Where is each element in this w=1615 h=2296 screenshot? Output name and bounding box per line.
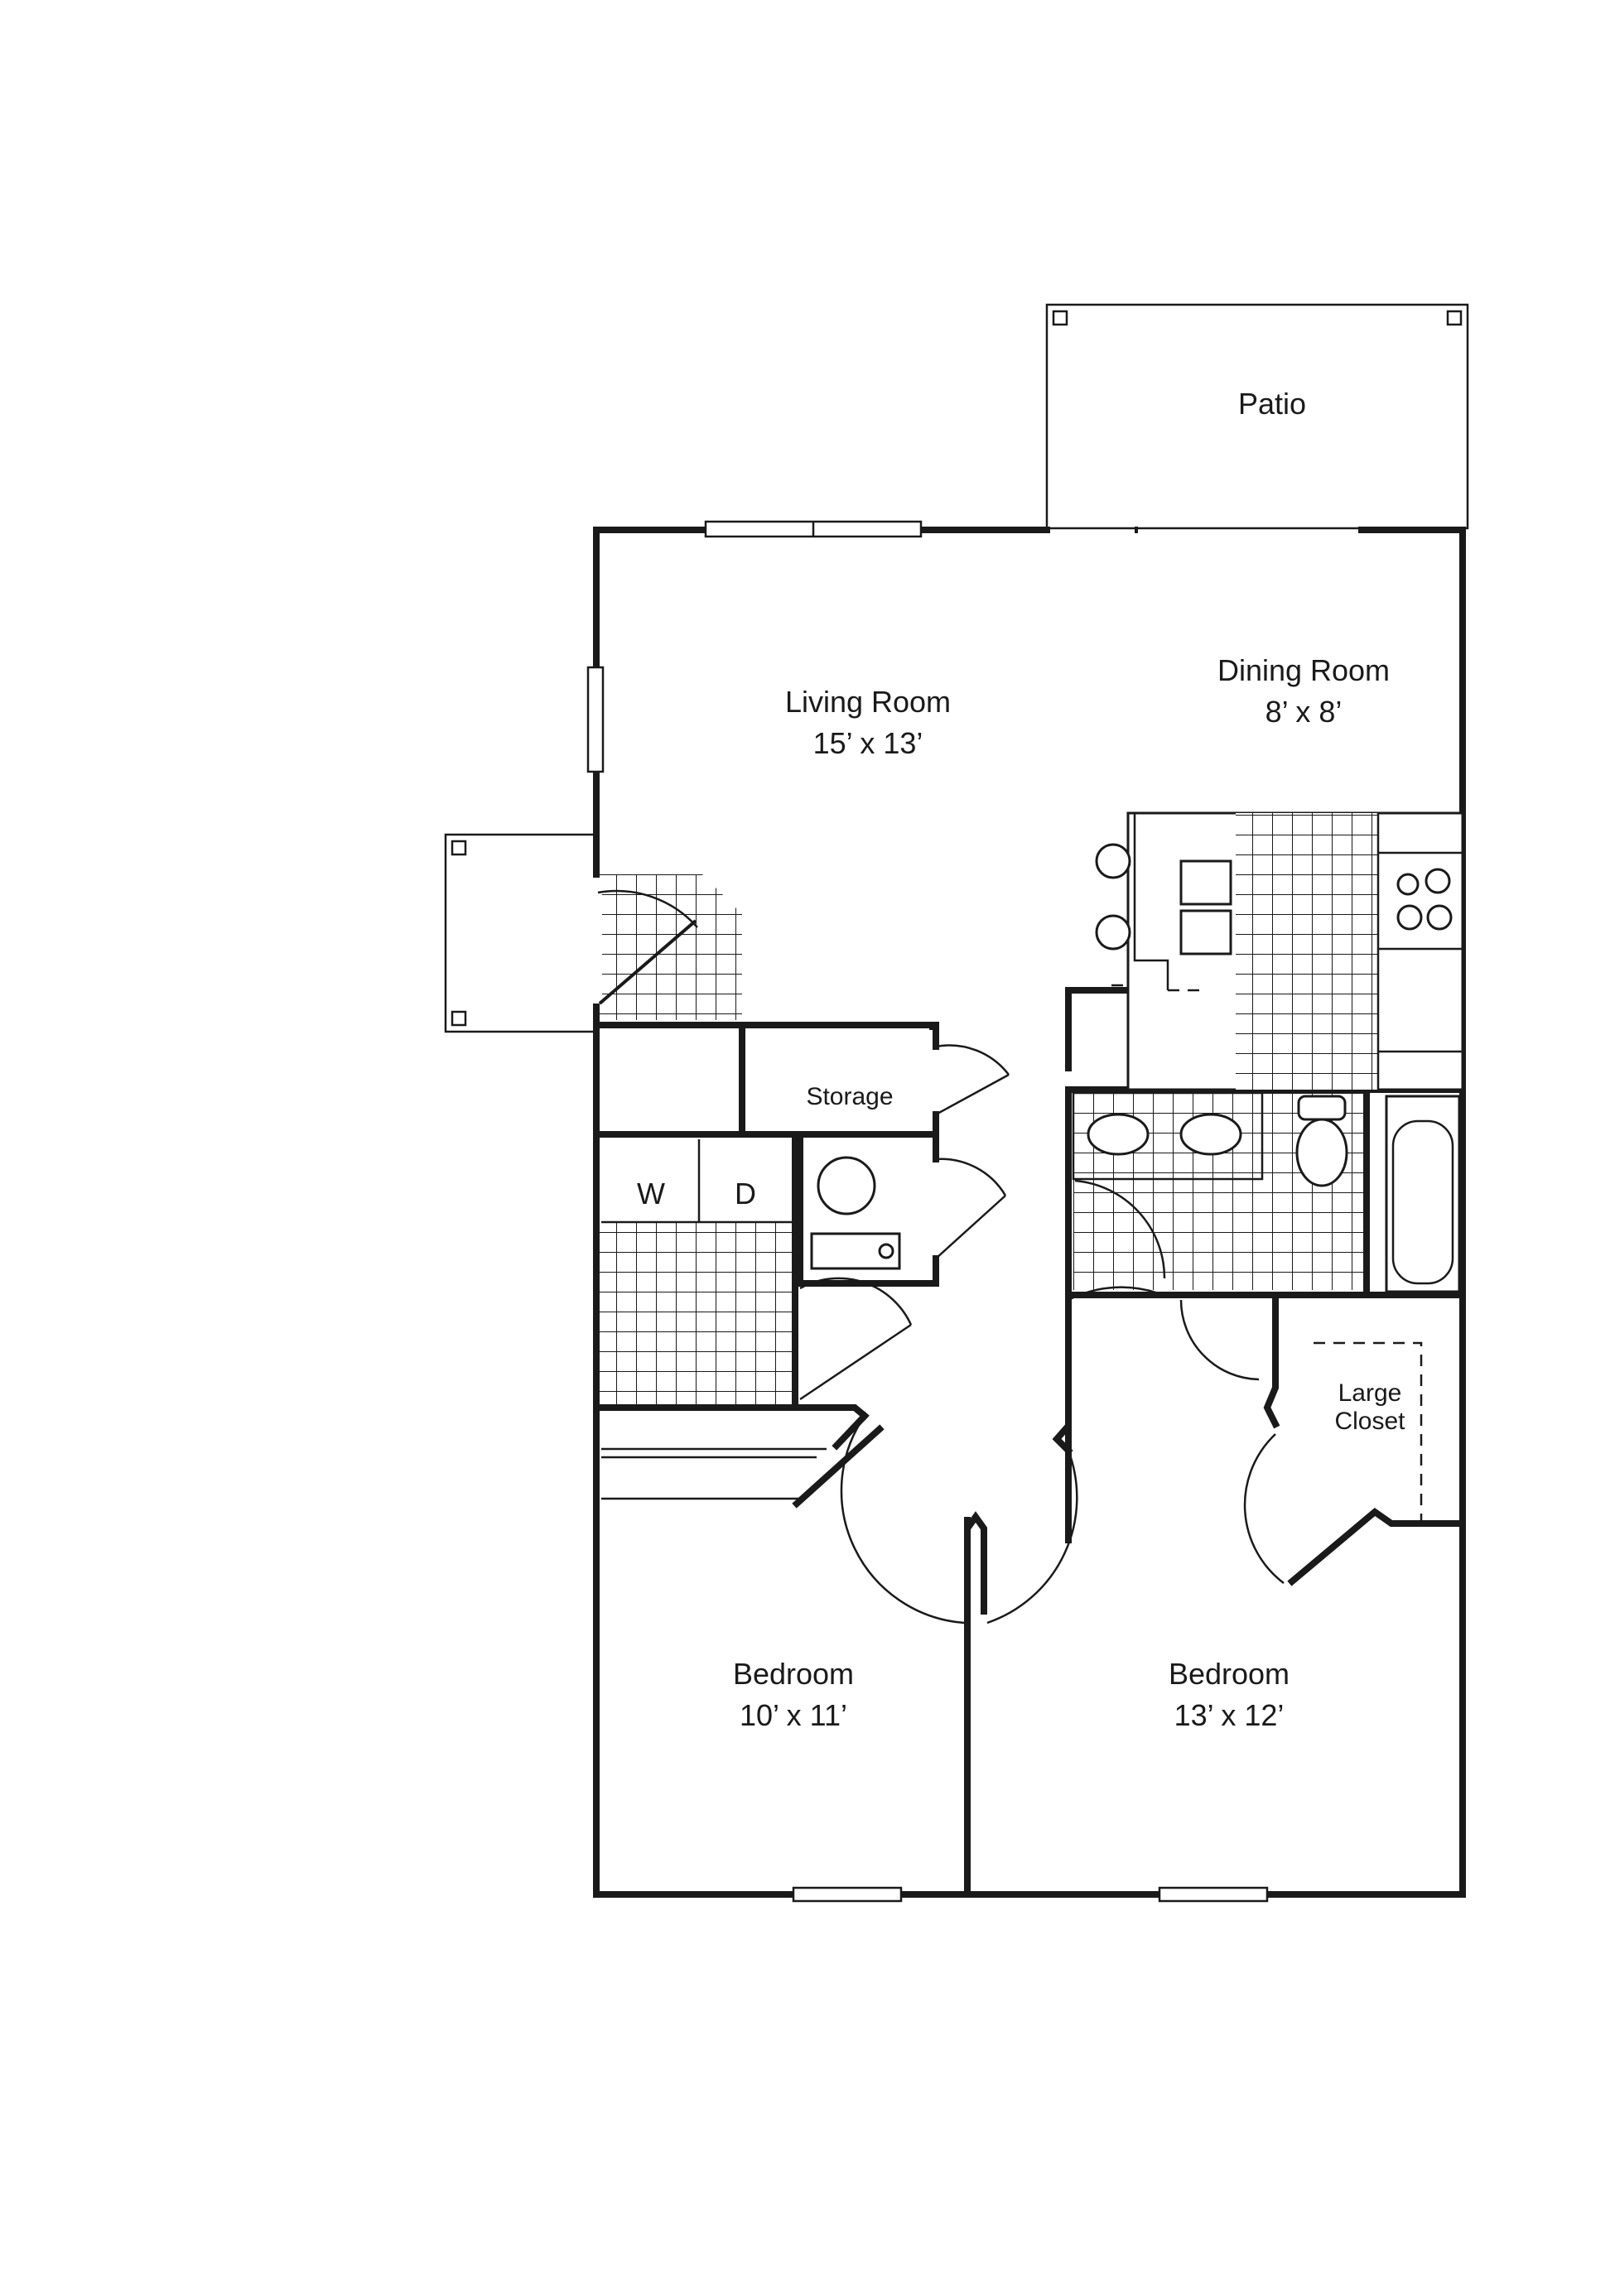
toilet: [1295, 1095, 1348, 1187]
entry-door[interactable]: [597, 889, 698, 1005]
kitchen: [1095, 811, 1464, 1091]
water-heater: [810, 1156, 901, 1270]
bedroom-left-size: 10’ x 11’: [740, 1698, 847, 1732]
large-closet-line2: Closet: [1334, 1408, 1405, 1435]
living-room-name: Living Room: [785, 685, 951, 719]
tile-areas: [598, 813, 1378, 1408]
bathtub: [1385, 1095, 1461, 1293]
bedroom-right-size: 13’ x 12’: [1174, 1698, 1285, 1732]
sink-left: [1087, 1113, 1150, 1156]
patio-label: Patio: [1238, 387, 1306, 421]
room-labels: Patio Living Room 15’ x 13’ Dining Room …: [637, 387, 1405, 1732]
windows: [586, 520, 1269, 1903]
interior-walls: [593, 987, 1466, 1898]
sink-right: [1179, 1113, 1242, 1156]
stove: [1396, 868, 1453, 931]
dining-room-size: 8’ x 8’: [1265, 695, 1343, 729]
entry-stoop: [444, 833, 596, 1033]
large-closet-line1: Large: [1338, 1379, 1402, 1407]
dryer-label: D: [735, 1177, 756, 1211]
living-room-size: 15’ x 13’: [813, 726, 923, 760]
bedroom-right-name: Bedroom: [1169, 1657, 1290, 1691]
kitchen-sink: [1179, 859, 1232, 955]
washer-label: W: [637, 1177, 665, 1211]
door-swings: [799, 1044, 1285, 1625]
storage-label: Storage: [806, 1083, 893, 1110]
bathroom: [1072, 1091, 1461, 1293]
bedroom-left-name: Bedroom: [733, 1657, 854, 1691]
openings: [591, 524, 1358, 1004]
bar-stools: [1095, 843, 1131, 951]
dining-room-name: Dining Room: [1217, 653, 1390, 687]
laundry: [601, 1139, 901, 1270]
